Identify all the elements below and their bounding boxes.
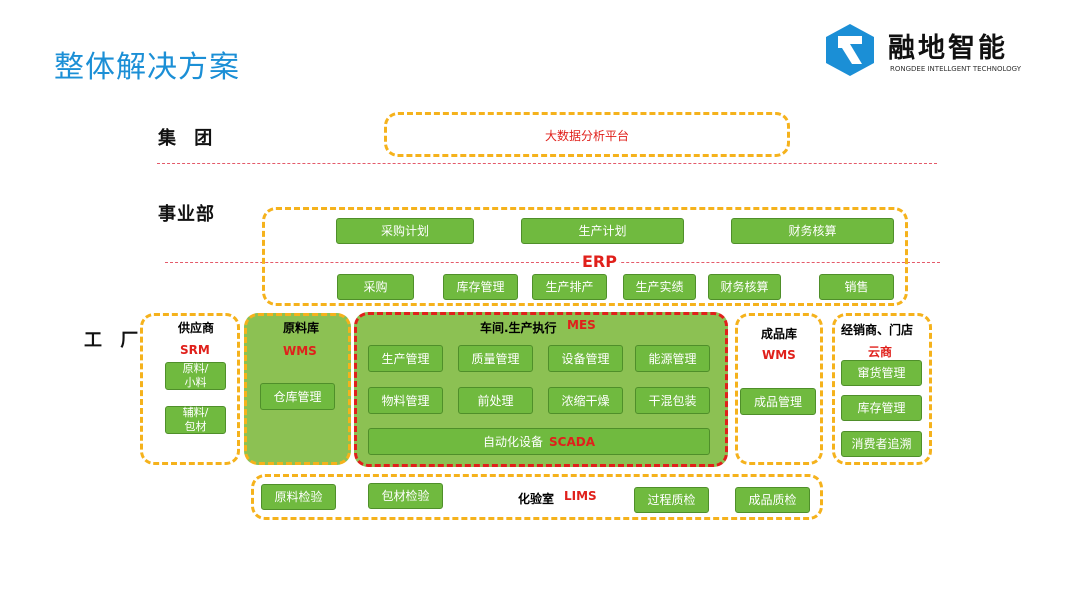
erp-module-actuals[interactable]: 生产实绩 — [623, 274, 696, 300]
wms-raw-warehouse-mgmt[interactable]: 仓库管理 — [260, 383, 335, 410]
lims-title: 化验室 — [518, 492, 555, 506]
mes-title: 车间.生产执行 — [480, 321, 557, 335]
lims-item-process-inspection[interactable]: 过程质检 — [634, 487, 709, 513]
mes-scada-label: 自动化设备 — [483, 434, 544, 449]
erp-plan-production[interactable]: 生产计划 — [521, 218, 684, 244]
lims-item-raw-inspection[interactable]: 原料检验 — [261, 484, 336, 510]
erp-module-scheduling[interactable]: 生产排产 — [532, 274, 607, 300]
tier-division: 事业部 — [158, 204, 215, 225]
erp-plan-finance[interactable]: 财务核算 — [731, 218, 894, 244]
separator-group — [157, 163, 937, 164]
dealer-item-traceability[interactable]: 消费者追溯 — [841, 431, 922, 457]
lims-item-finished-inspection[interactable]: 成品质检 — [735, 487, 810, 513]
logo-subtitle: RONGDEE INTELLGENT TECHNOLOGY — [890, 65, 1021, 73]
srm-frame — [140, 313, 240, 465]
wms-fin-finished-mgmt[interactable]: 成品管理 — [740, 388, 816, 415]
mes-item-production[interactable]: 生产管理 — [368, 345, 443, 372]
srm-title: 供应商 — [178, 321, 215, 335]
dealer-frame — [832, 313, 932, 465]
erp-plan-purchase[interactable]: 采购计划 — [336, 218, 474, 244]
separator-erp — [165, 262, 940, 263]
erp-module-purchase[interactable]: 采购 — [337, 274, 414, 300]
logo-name: 融地智能 — [888, 33, 1008, 64]
bigdata-frame: 大数据分析平台 — [384, 112, 790, 157]
wms-raw-system: WMS — [283, 344, 317, 358]
lims-item-packaging-inspection[interactable]: 包材检验 — [368, 483, 443, 509]
srm-item-raw[interactable]: 原料/ 小料 — [165, 362, 226, 390]
logo-icon — [826, 24, 874, 76]
dealer-item-fleeing[interactable]: 窜货管理 — [841, 360, 922, 386]
erp-label: ERP — [580, 252, 619, 271]
lims-frame — [251, 474, 823, 520]
mes-item-dry-mix-pack[interactable]: 干混包装 — [635, 387, 710, 414]
mes-scada-system: SCADA — [549, 434, 595, 449]
erp-module-finance[interactable]: 财务核算 — [708, 274, 781, 300]
mes-item-energy[interactable]: 能源管理 — [635, 345, 710, 372]
wms-fin-system: WMS — [762, 348, 796, 362]
dealer-system: 云商 — [868, 345, 893, 359]
dealer-title: 经销商、门店 — [841, 323, 914, 337]
mes-item-quality[interactable]: 质量管理 — [458, 345, 533, 372]
tier-group: 集 团 — [158, 128, 219, 149]
mes-item-concentrate-dry[interactable]: 浓缩干燥 — [548, 387, 623, 414]
srm-item-packaging[interactable]: 辅料/ 包材 — [165, 406, 226, 434]
wms-raw-title: 原料库 — [283, 321, 320, 335]
erp-module-inventory[interactable]: 库存管理 — [443, 274, 518, 300]
wms-fin-title: 成品库 — [761, 327, 798, 341]
wms-fin-frame — [735, 313, 823, 465]
dealer-item-inventory[interactable]: 库存管理 — [841, 395, 922, 421]
srm-system: SRM — [180, 343, 210, 357]
erp-frame — [262, 207, 908, 306]
mes-item-material[interactable]: 物料管理 — [368, 387, 443, 414]
page-title: 整体解决方案 — [54, 50, 240, 85]
bigdata-platform-label: 大数据分析平台 — [544, 129, 629, 143]
erp-module-sales[interactable]: 销售 — [819, 274, 894, 300]
tier-factory: 工 厂 — [84, 330, 145, 351]
mes-scada-bar[interactable]: 自动化设备 SCADA — [368, 428, 710, 455]
mes-item-equipment[interactable]: 设备管理 — [548, 345, 623, 372]
mes-item-pretreatment[interactable]: 前处理 — [458, 387, 533, 414]
logo: 融地智能 RONGDEE INTELLGENT TECHNOLOGY — [822, 20, 1022, 80]
lims-system: LIMS — [564, 489, 597, 503]
mes-system: MES — [567, 318, 596, 332]
